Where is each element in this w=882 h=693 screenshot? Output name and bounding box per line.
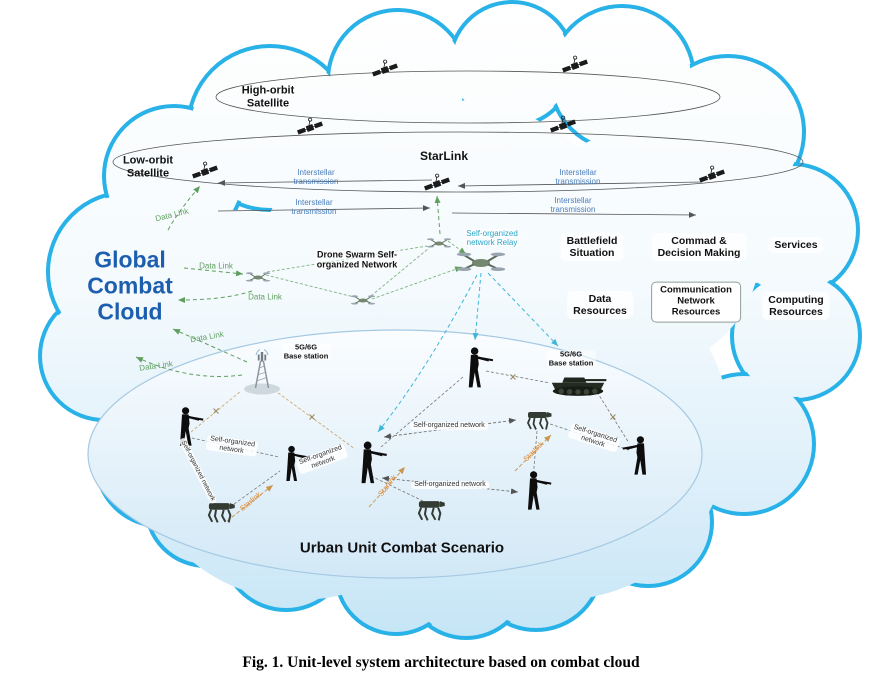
global-combat-cloud-label: Global Combat Cloud	[87, 246, 173, 324]
high-orbit-path	[215, 70, 721, 124]
computing-resources-label: Computing Resources	[762, 291, 830, 321]
data-link-label: Data Link	[199, 261, 233, 271]
command-decision-label: Commad & Decision Making	[651, 232, 747, 262]
starlink-links	[226, 434, 552, 522]
interstellar-transmission-label: Interstellar transmission	[550, 195, 596, 214]
services-label: Services	[768, 236, 824, 254]
battlefield-situation-label: Battlefield Situation	[560, 232, 624, 262]
interstellar-transmission-label: Interstellar transmission	[555, 167, 601, 186]
data-resources-label: Data Resources	[567, 290, 633, 320]
urban-scenario-title: Urban Unit Combat Scenario	[299, 539, 505, 557]
low-orbit-path	[112, 131, 804, 193]
data-link-arrows	[135, 185, 441, 377]
interstellar-transmission-label: Interstellar transmission	[293, 167, 339, 186]
self-organized-relay-label: Self-organized network Relay	[464, 228, 520, 248]
base-station-label-right: 5G/6G Base station	[546, 349, 596, 368]
interstellar-arrows	[217, 179, 703, 218]
base-station-label-left: 5G/6G Base station	[281, 342, 331, 361]
interstellar-transmission-label: Interstellar transmission	[291, 197, 337, 216]
starlink-heading: StarLink	[419, 149, 469, 164]
figure-caption: Fig. 1. Unit-level system architecture b…	[242, 654, 640, 671]
architecture-diagram	[38, 0, 862, 640]
communication-network-resources-label: Communication Network Resources	[651, 281, 741, 323]
drone-swarm-network-label: Drone Swarm Self- organized Network	[314, 249, 400, 271]
data-link-label: Data Link	[248, 292, 282, 302]
urban-scenario-area	[87, 329, 703, 579]
self-organized-network-label: Self-organized network	[410, 422, 488, 430]
self-organized-network-label: Self-organized network	[411, 481, 489, 489]
relay-links	[377, 272, 559, 433]
high-orbit-satellite-label: High-orbit Satellite	[241, 84, 295, 109]
low-orbit-satellite-label: Low-orbit Satellite	[122, 154, 174, 179]
